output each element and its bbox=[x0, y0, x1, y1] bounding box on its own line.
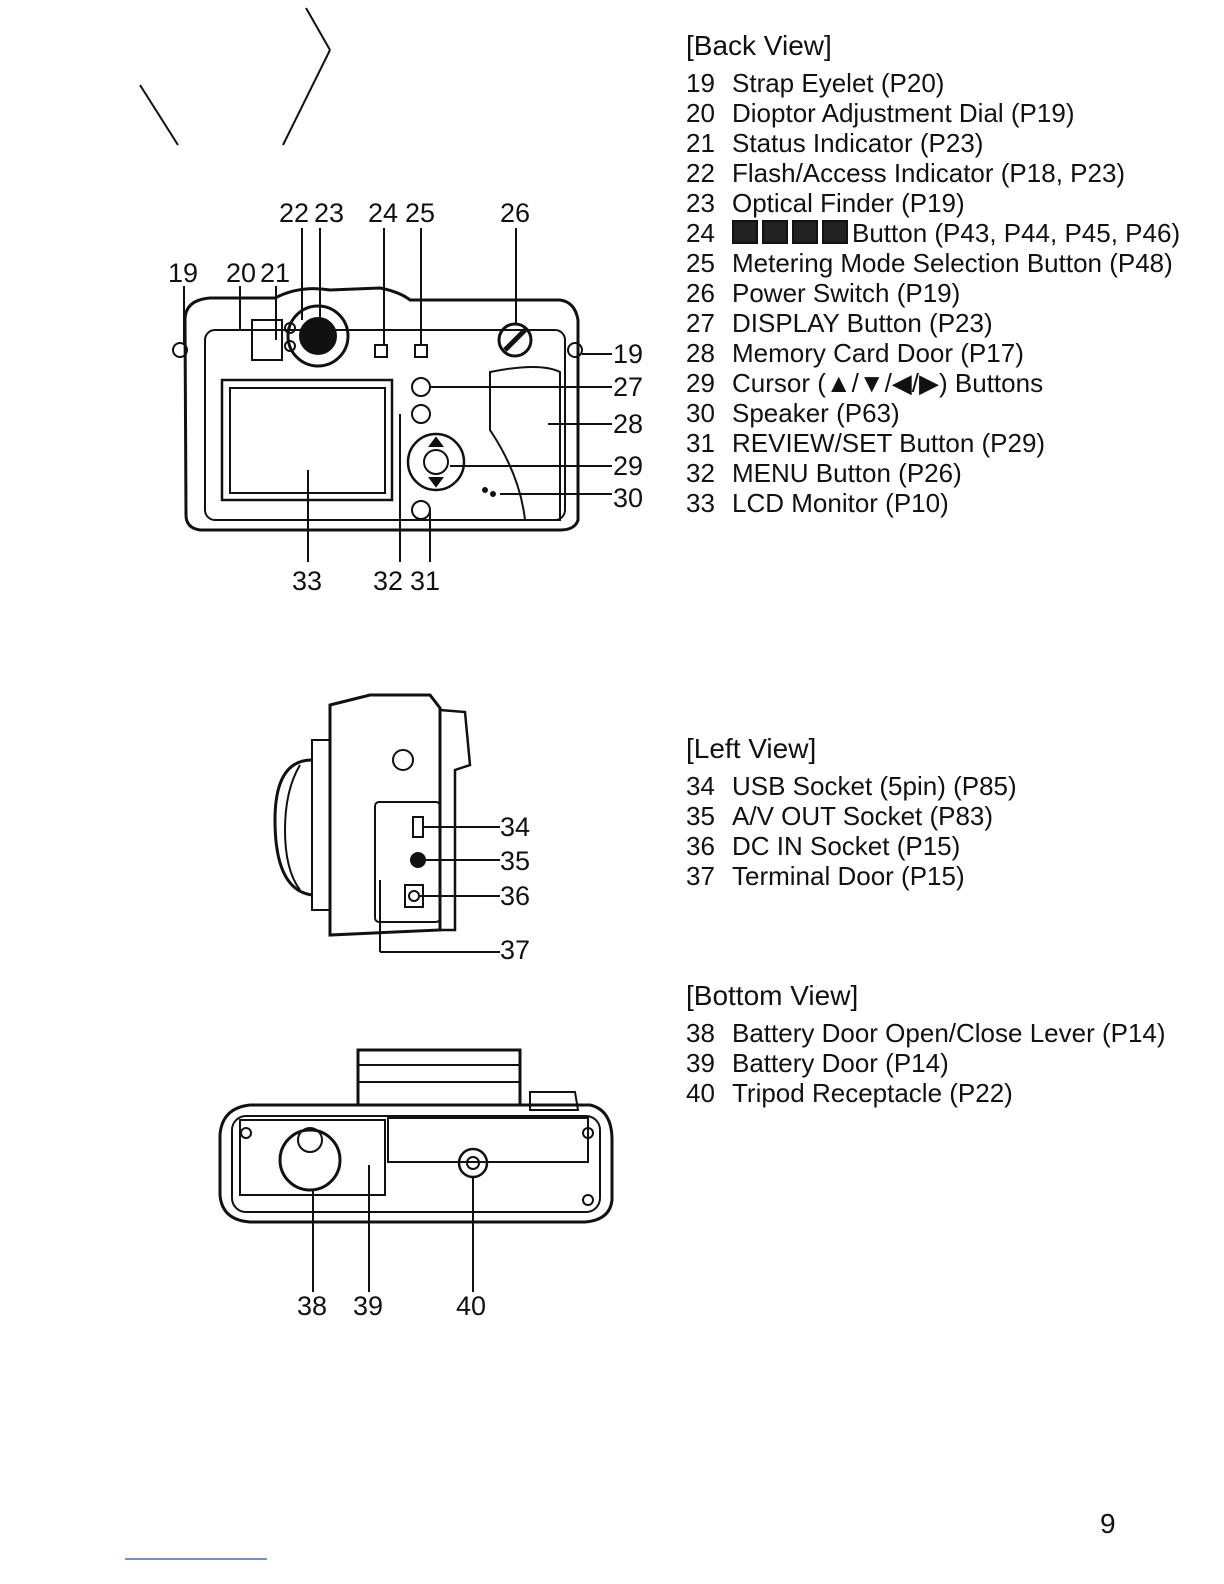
callout-label: 30 bbox=[613, 483, 643, 513]
page-number: 9 bbox=[1100, 1508, 1116, 1539]
back-view-camera bbox=[172, 228, 612, 562]
callout-label: 19 bbox=[168, 258, 198, 288]
back-view-heading: [Back View] bbox=[686, 30, 832, 61]
auto-bracket-icon bbox=[762, 220, 788, 244]
callout-label: 28 bbox=[613, 409, 643, 439]
exposure-icon bbox=[732, 220, 758, 244]
callout-label: 21 bbox=[260, 258, 290, 288]
callout-label: 22 bbox=[279, 198, 309, 228]
callout-label: 31 bbox=[410, 566, 440, 596]
footer-rule bbox=[125, 1558, 267, 1560]
bottom-view-callouts: 38 39 40 bbox=[297, 1291, 486, 1321]
callout-label: 19 bbox=[613, 339, 643, 369]
callout-label: 35 bbox=[500, 846, 530, 876]
bottom-view-heading: [Bottom View] bbox=[686, 980, 859, 1011]
callout-label: 24 bbox=[368, 198, 398, 228]
callout-label: 20 bbox=[226, 258, 256, 288]
left-view-callouts: 34 35 36 37 bbox=[500, 812, 530, 965]
callout-label: 40 bbox=[456, 1291, 486, 1321]
callout-label: 27 bbox=[613, 372, 643, 402]
callout-label: 37 bbox=[500, 935, 530, 965]
callout-label: 33 bbox=[292, 566, 322, 596]
left-view-heading: [Left View] bbox=[686, 733, 817, 764]
bottom-view-camera bbox=[218, 1048, 614, 1292]
callout-label: 29 bbox=[613, 451, 643, 481]
flash-sync-icon bbox=[822, 220, 848, 244]
callout-label: 25 bbox=[405, 198, 435, 228]
callout-label: 32 bbox=[373, 566, 403, 596]
callout-label: 38 bbox=[297, 1291, 327, 1321]
camera-illustrations: 19 20 21 22 23 24 25 26 19 27 28 29 30 3… bbox=[139, 7, 643, 1321]
callout-label: 23 bbox=[314, 198, 344, 228]
callout-label: 34 bbox=[500, 812, 530, 842]
left-view-camera bbox=[273, 693, 500, 953]
callout-label: 26 bbox=[500, 198, 530, 228]
callout-label: 36 bbox=[500, 881, 530, 911]
back-view-callouts: 19 20 21 22 23 24 25 26 19 27 28 29 30 3… bbox=[168, 198, 643, 596]
flash-output-icon bbox=[792, 220, 818, 244]
callout-label: 39 bbox=[353, 1291, 383, 1321]
